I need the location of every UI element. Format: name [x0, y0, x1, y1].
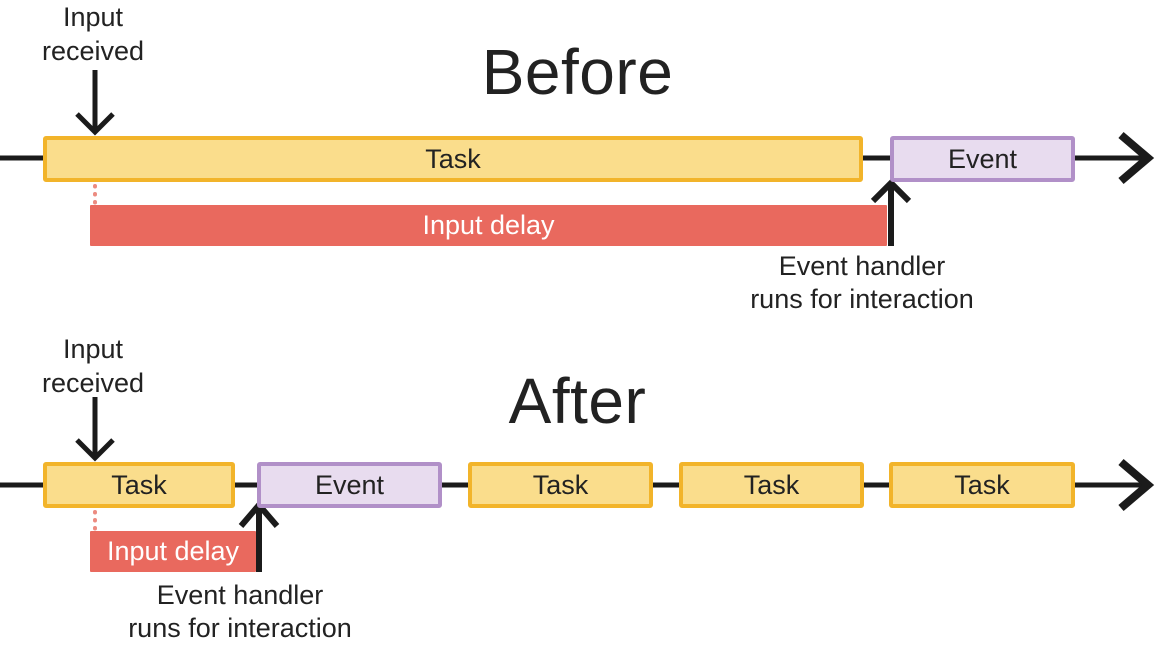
after-task-box-1: Task [43, 462, 235, 508]
after-task-box-3: Task [679, 462, 864, 508]
before-event-handler-caption: Event handler runs for interaction [682, 250, 1042, 316]
event-label: Event [947, 143, 1018, 174]
after-input-received-label: Input received [17, 332, 169, 400]
after-input-arrow-icon [75, 397, 115, 462]
task-label: Task [743, 469, 800, 500]
before-input-delay-bar: Input delay [90, 205, 887, 246]
before-task-box: Task [43, 136, 863, 182]
caption-line: Event handler [156, 580, 324, 610]
event-label: Event [314, 469, 385, 500]
task-label: Task [425, 143, 481, 174]
before-input-arrow-icon [75, 70, 115, 136]
input-delay-label: Input delay [106, 536, 240, 566]
caption-line: runs for interaction [128, 613, 352, 643]
label-line: received [41, 368, 145, 398]
task-label: Task [532, 469, 589, 500]
input-delay-label: Input delay [422, 210, 555, 240]
task-label: Task [111, 469, 167, 500]
before-event-handler-arrow-icon [870, 178, 912, 246]
before-input-received-label: Input received [17, 0, 169, 68]
after-input-delay-bar: Input delay [90, 531, 256, 572]
label-line: Input [62, 2, 124, 32]
after-title: After [508, 365, 647, 437]
caption-line: Event handler [778, 251, 946, 281]
label-line: Input [62, 334, 124, 364]
caption-line: runs for interaction [750, 284, 974, 314]
label-line: received [41, 36, 145, 66]
before-event-box: Event [890, 136, 1075, 182]
after-event-box: Event [257, 462, 442, 508]
before-title: Before [481, 36, 674, 108]
task-label: Task [954, 469, 1010, 500]
after-event-handler-caption: Event handler runs for interaction [60, 579, 420, 645]
after-task-box-4: Task [889, 462, 1075, 508]
after-task-box-2: Task [468, 462, 653, 508]
